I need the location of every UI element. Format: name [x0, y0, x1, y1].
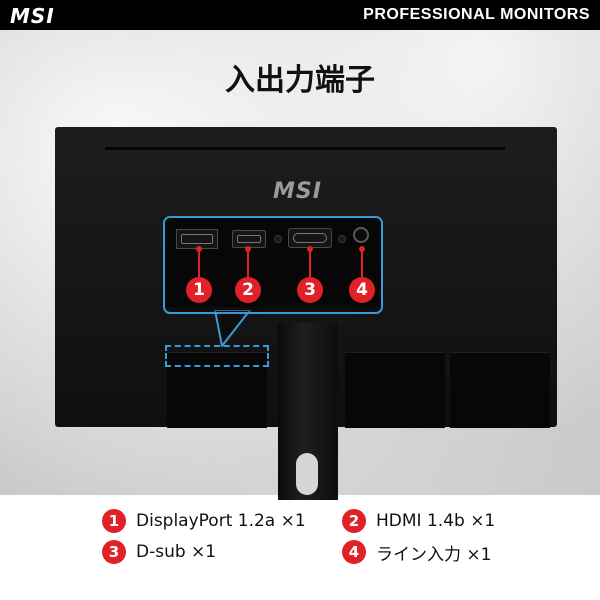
port-badge-2: 2 [235, 277, 261, 303]
screw-icon [338, 235, 346, 243]
dsub-icon [288, 228, 332, 248]
legend-panel [0, 495, 600, 600]
legend-badge: 2 [342, 509, 366, 533]
pin-line [198, 249, 200, 277]
rear-block-right [345, 352, 445, 428]
vent-slot [105, 147, 505, 150]
port-badge-3: 3 [297, 277, 323, 303]
screw-icon [274, 235, 282, 243]
legend-item-hdmi: 2 HDMI 1.4b ×1 [342, 508, 495, 534]
legend-label: DisplayPort 1.2a ×1 [136, 511, 306, 531]
legend-label: HDMI 1.4b ×1 [376, 511, 496, 531]
hdmi-icon [232, 230, 266, 248]
audio-jack-icon [353, 227, 369, 243]
callout-pointer [214, 310, 251, 347]
legend-item-displayport: 1 DisplayPort 1.2a ×1 [102, 508, 306, 534]
brand-logo: MSI [10, 4, 55, 28]
legend-badge: 1 [102, 509, 126, 533]
port-badge-1: 1 [186, 277, 212, 303]
pin-line [247, 249, 249, 277]
header-bar: MSI PROFESSIONAL MONITORS [0, 0, 600, 30]
stand-mount [265, 305, 351, 323]
header-title: PROFESSIONAL MONITORS [363, 6, 590, 23]
legend-label: ライン入力 ×1 [376, 544, 492, 565]
legend-label: D-sub ×1 [136, 542, 217, 562]
legend-badge: 3 [102, 540, 126, 564]
pin-line [361, 249, 363, 277]
zoom-source-box [165, 345, 269, 367]
displayport-icon [176, 229, 218, 249]
page-title: 入出力端子 [225, 63, 375, 98]
monitor-logo: MSI [273, 179, 322, 204]
cable-hole [296, 453, 318, 495]
rear-block-left [167, 352, 267, 428]
legend-item-dsub: 3 D-sub ×1 [102, 539, 216, 565]
legend-item-line-in: 4 ライン入力 ×1 [342, 539, 491, 565]
legend-badge: 4 [342, 540, 366, 564]
pin-line [309, 249, 311, 277]
port-badge-4: 4 [349, 277, 375, 303]
rear-block-far-right [450, 352, 550, 428]
